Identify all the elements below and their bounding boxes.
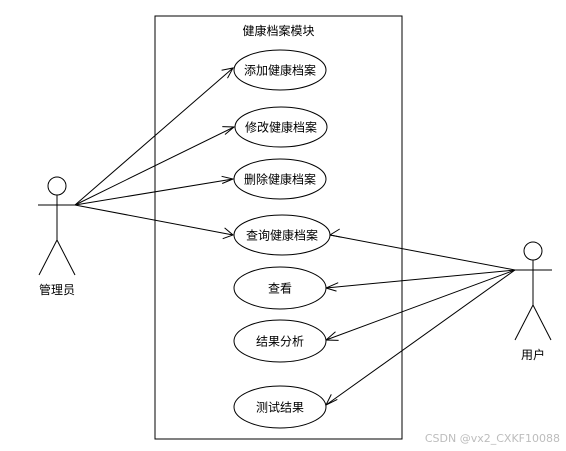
watermark: CSDN @vx2_CXKF10088: [425, 432, 560, 445]
arrowhead-user-query: [328, 228, 342, 238]
use-case-delete: 删除健康档案: [233, 158, 327, 200]
use-case-test: 测试结果: [233, 385, 327, 429]
use-case-label: 删除健康档案: [244, 172, 316, 187]
associations: [74, 67, 516, 406]
use-case-label: 结果分析: [256, 335, 304, 349]
assoc-admin-query: [74, 204, 234, 236]
arrowhead-edit: [222, 126, 236, 135]
assoc-admin-edit: [74, 126, 235, 206]
assoc-user-query: [329, 234, 516, 271]
use-case-label: 添加健康档案: [244, 63, 316, 78]
assoc-user-analysis: [325, 269, 516, 341]
use-case-label: 查看: [268, 282, 292, 296]
actor-label: 管理员: [39, 282, 75, 297]
actor-user: 用户: [514, 241, 552, 362]
assoc-admin-add: [74, 67, 234, 206]
use-case-label: 测试结果: [256, 400, 304, 415]
assoc-admin-delete: [74, 178, 234, 206]
use-case-label: 查询健康档案: [246, 228, 318, 243]
actor-head: [47, 176, 67, 196]
actor-admin: 管理员: [38, 176, 76, 297]
actor-label: 用户: [521, 347, 545, 362]
use-case-edit: 修改健康档案: [234, 106, 328, 148]
assoc-user-test: [325, 269, 516, 406]
use-case-label: 修改健康档案: [245, 120, 317, 135]
arrowhead-delete: [221, 175, 235, 184]
use-case-analysis: 结果分析: [233, 319, 327, 363]
use-case-query: 查询健康档案: [233, 214, 331, 256]
assoc-user-view: [325, 269, 516, 289]
system-title: 健康档案模块: [242, 23, 314, 38]
system-boundary: [154, 15, 403, 440]
arrowhead-add: [221, 67, 234, 79]
actor-head: [523, 241, 543, 261]
use-case-add: 添加健康档案: [233, 49, 327, 91]
use-case-view: 查看: [233, 266, 327, 310]
arrowhead-query: [222, 227, 234, 240]
